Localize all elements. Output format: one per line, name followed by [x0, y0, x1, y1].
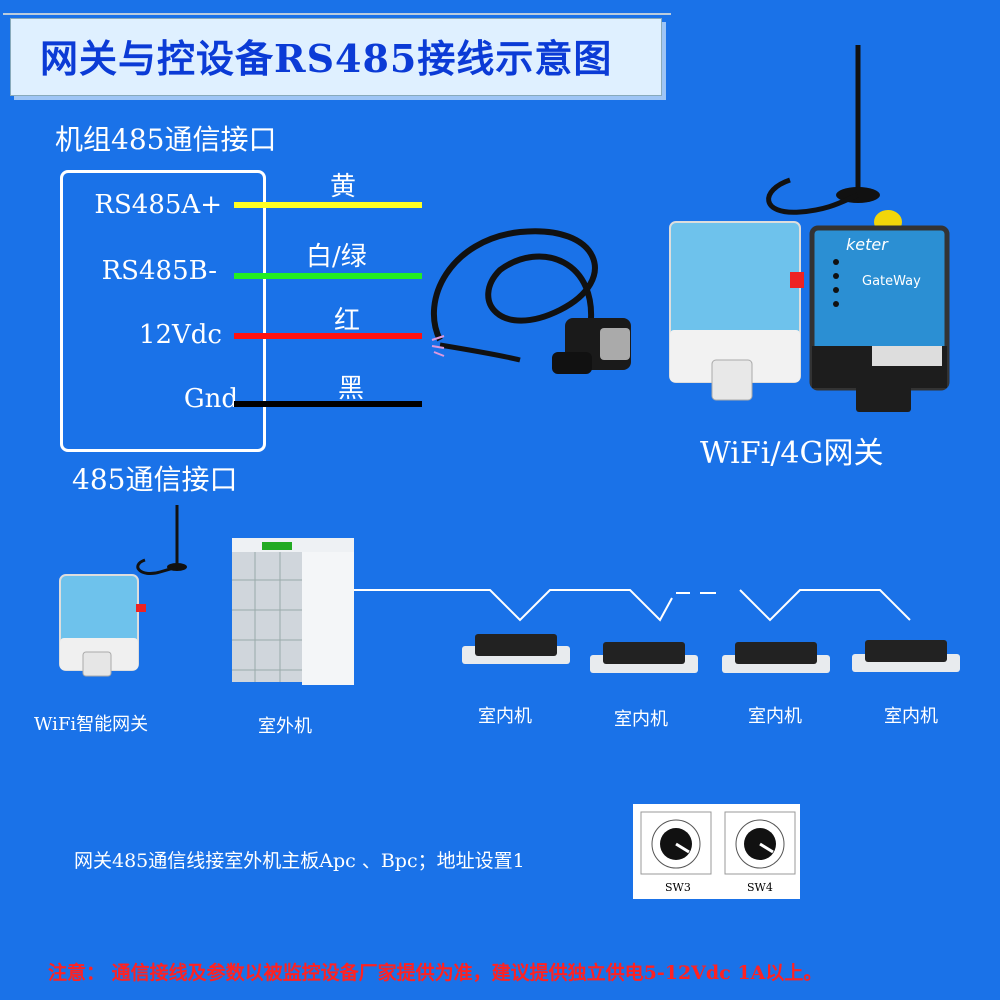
dip-sw4-label: SW4 — [747, 881, 773, 894]
title-banner — [3, 13, 671, 96]
dip-sw3-label: SW3 — [665, 881, 691, 894]
wifi-4g-gateway-image — [669, 45, 950, 412]
gateway-brand-text: keter — [846, 235, 889, 254]
dip-switch-panel: SW3 SW4 — [633, 804, 800, 899]
indoor-unit-image-4 — [852, 640, 960, 672]
signal-a-label: RS485A+ — [94, 190, 222, 220]
indoor-unit-label-3: 室内机 — [748, 706, 802, 727]
indoor-unit-image-2 — [590, 642, 698, 673]
interface-caption: 485通信接口 — [72, 463, 238, 496]
outdoor-unit-label: 室外机 — [258, 716, 312, 737]
indoor-unit-label-4: 室内机 — [884, 706, 938, 727]
signal-gnd-label: Gnd — [183, 384, 238, 414]
wire-label-yellow: 黄 — [330, 172, 357, 202]
unit-interface-label: 机组485通信接口 — [55, 123, 277, 156]
signal-b-label: RS485B- — [101, 256, 217, 286]
interface-panel — [60, 170, 266, 452]
indoor-unit-label-2: 室内机 — [614, 709, 668, 730]
gateway-caption: WiFi/4G网关 — [700, 436, 884, 471]
rs485-bus-line — [354, 589, 673, 622]
warning-text: 注意： 通信接线及参数以被监控设备厂家提供为准，建议提供独立供电5-12Vdc … — [48, 962, 823, 984]
rs485-bus-line-2 — [739, 589, 911, 622]
wiring-note: 网关485通信线接室外机主板Apc 、Bpc；地址设置1 — [74, 850, 525, 872]
wire-label-red: 红 — [334, 306, 361, 336]
indoor-unit-image-3 — [722, 642, 830, 673]
page-title: 网关与控设备RS485接线示意图 — [40, 36, 613, 81]
wire-label-black: 黑 — [338, 374, 365, 404]
signal-12v-label: 12Vdc — [138, 320, 222, 350]
indoor-unit-label-1: 室内机 — [478, 706, 532, 727]
wifi-smart-gateway-image — [59, 505, 187, 677]
dip-switch-graphics — [640, 811, 796, 875]
gateway-model-text: GateWay — [862, 274, 921, 289]
wire-label-green: 白/绿 — [306, 242, 367, 272]
indoor-unit-image-1 — [462, 634, 570, 664]
db9-cable-image — [430, 228, 631, 374]
outdoor-unit-image — [232, 538, 354, 685]
wifi-gateway-label: WiFi智能网关 — [34, 714, 149, 735]
